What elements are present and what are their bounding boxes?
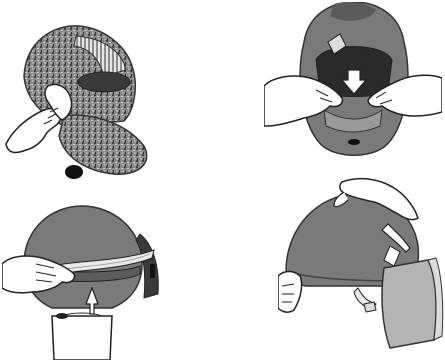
vent-hole bbox=[348, 139, 360, 145]
helmet-liner-insert-icon bbox=[2, 204, 172, 360]
chin-cup bbox=[65, 165, 83, 179]
visor-attachment-icon bbox=[278, 176, 444, 356]
helmet-visor-opening bbox=[78, 72, 130, 92]
step-2-illustration bbox=[264, 2, 442, 158]
helmet-hood-removal-icon bbox=[4, 16, 162, 182]
step-1-illustration bbox=[4, 16, 162, 182]
left-hand bbox=[6, 109, 60, 153]
faceshield-latch-press-icon bbox=[264, 2, 442, 158]
step-4-illustration bbox=[278, 176, 444, 356]
neck-and-shoulders bbox=[52, 316, 112, 360]
vent-hole bbox=[56, 313, 68, 319]
step-3-illustration bbox=[2, 204, 172, 360]
rear-flap-slot bbox=[150, 264, 155, 278]
face-shield bbox=[382, 260, 436, 348]
lower-hand bbox=[278, 272, 302, 313]
strap-clip bbox=[364, 302, 376, 312]
